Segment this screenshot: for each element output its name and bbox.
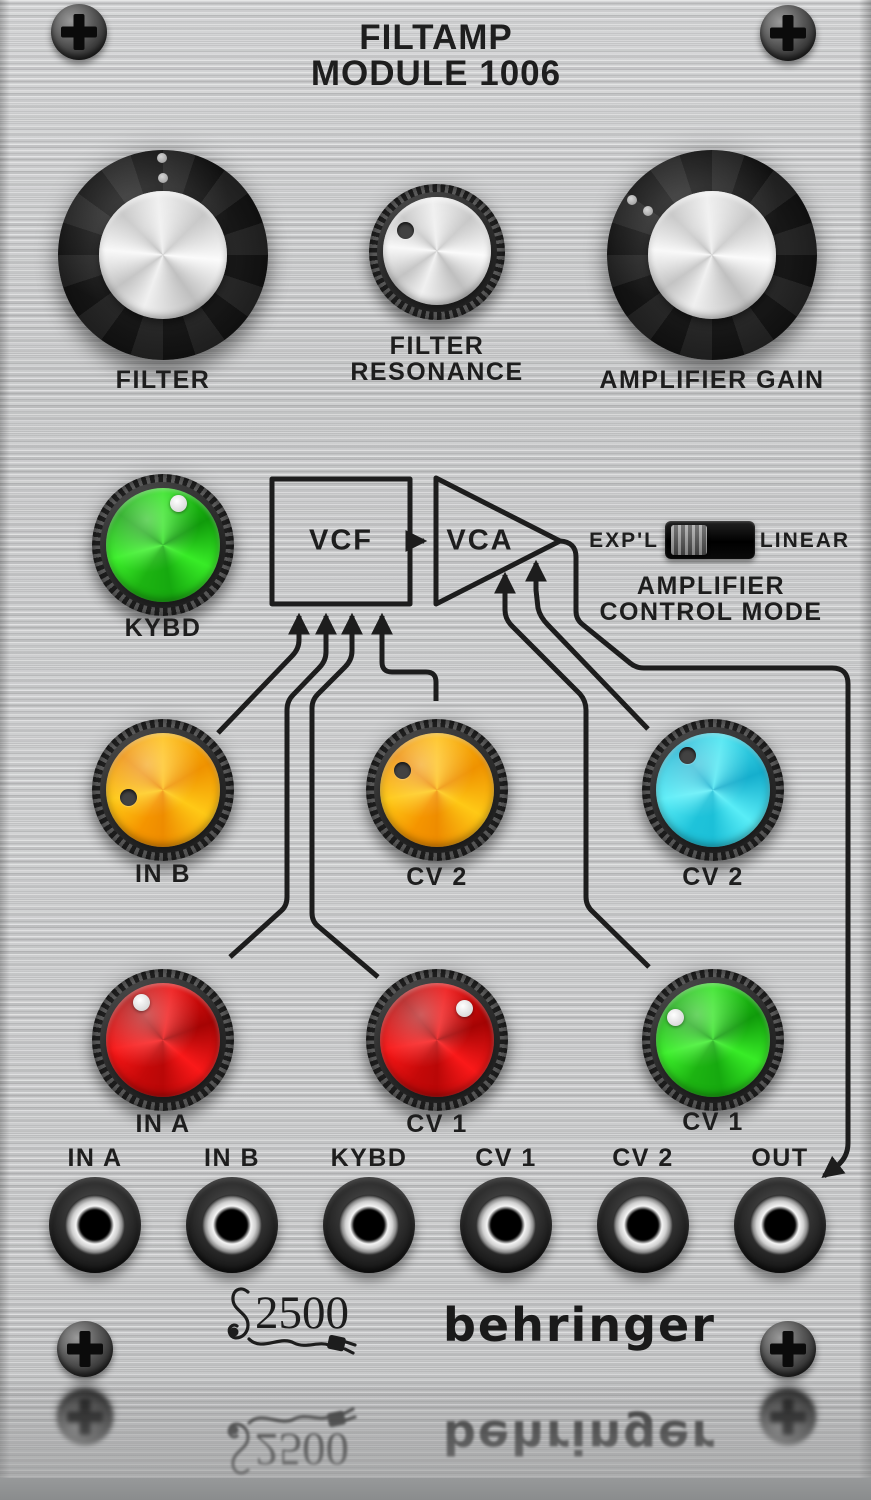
image-bottom-strip — [0, 1478, 871, 1500]
cable-line — [247, 1337, 331, 1347]
vca-label: VCA — [446, 524, 514, 557]
jack-ring — [200, 1193, 264, 1257]
cv1-amp-knob-label: CV 1 — [682, 1108, 744, 1136]
jack-label-in-b: IN B — [204, 1144, 260, 1172]
kybd-knob[interactable] — [92, 474, 234, 616]
filter-knob[interactable] — [58, 150, 268, 360]
jack-ring — [611, 1193, 675, 1257]
resonance-knob-cap — [383, 197, 491, 305]
panel-left-edge — [0, 0, 10, 1480]
screw-bottom-right — [760, 1321, 816, 1377]
switch-linear-label: LINEAR — [759, 529, 851, 552]
plug-prongs — [343, 1340, 357, 1355]
filter-knob-cap — [99, 191, 227, 319]
panel-right-edge — [859, 0, 871, 1480]
jack-label-cv2: CV 2 — [612, 1144, 674, 1172]
arp-2500-logo: 2500 — [227, 1287, 357, 1355]
cv2-amp-knob[interactable] — [642, 719, 784, 861]
kybd-knob-cap — [106, 488, 220, 602]
cv2-filter-knob[interactable] — [366, 719, 508, 861]
wire-cv2-to-vcf — [370, 612, 439, 701]
amp-gain-knob-label: AMPLIFIER GAIN — [599, 366, 825, 394]
in-a-knob[interactable] — [92, 969, 234, 1111]
resonance-label-line1: FILTER — [389, 332, 485, 360]
screw-top-left — [51, 4, 107, 60]
amp-gain-knob-cap — [648, 191, 776, 319]
screw-top-right — [760, 5, 816, 61]
in-b-knob[interactable] — [92, 719, 234, 861]
jack-in-a[interactable] — [49, 1177, 141, 1273]
in-b-knob-cap — [106, 733, 220, 847]
wire-inb-to-vcf — [216, 612, 311, 735]
knob-mold-dot — [158, 173, 168, 183]
amplifier-gain-knob[interactable] — [607, 150, 817, 360]
module-title-line1: FILTAMP — [359, 18, 513, 57]
cv2-filter-knob-cap — [380, 733, 494, 847]
cv2-filter-knob-indicator — [394, 762, 411, 779]
jack-label-kybd: KYBD — [330, 1144, 408, 1172]
kybd-knob-label: KYBD — [124, 614, 202, 642]
cv1-filter-knob[interactable] — [366, 969, 508, 1111]
jack-kybd[interactable] — [323, 1177, 415, 1273]
module-title-line2: MODULE 1006 — [310, 54, 562, 93]
resonance-knob-indicator — [397, 222, 414, 239]
wire-cv2-to-vca — [524, 559, 650, 731]
behringer-wordmark: behringer — [443, 1298, 716, 1352]
jack-label-cv1: CV 1 — [475, 1144, 537, 1172]
cv1-filter-knob-indicator — [456, 1000, 473, 1017]
cv1-filter-knob-label: CV 1 — [406, 1110, 468, 1138]
jack-cv2[interactable] — [597, 1177, 689, 1273]
in-b-knob-indicator — [120, 789, 137, 806]
resonance-label-line2: RESONANCE — [350, 358, 524, 386]
reflection-fade — [0, 1386, 871, 1478]
wire-ina-to-vcf — [228, 612, 338, 959]
wire-cv1-to-vca — [493, 571, 651, 969]
clef-glyph — [227, 1287, 250, 1340]
cv1-amp-knob-indicator — [667, 1009, 684, 1026]
vcf-label: VCF — [309, 524, 373, 557]
in-b-knob-label: IN B — [135, 860, 191, 888]
cv1-filter-knob-cap — [380, 983, 494, 1097]
switch-expl-label: EXP'L — [589, 529, 659, 552]
kybd-knob-indicator — [170, 495, 187, 512]
filter-resonance-knob[interactable] — [369, 184, 505, 320]
cv2-filter-knob-label: CV 2 — [406, 863, 468, 891]
plug-body — [327, 1334, 346, 1352]
switch-handle[interactable] — [671, 525, 707, 555]
cv2-amp-knob-label: CV 2 — [682, 863, 744, 891]
cv2-amp-knob-indicator — [679, 747, 696, 764]
screw-bottom-left — [57, 1321, 113, 1377]
filter-knob-label: FILTER — [115, 366, 211, 394]
jack-cv1[interactable] — [460, 1177, 552, 1273]
cv1-amp-knob[interactable] — [642, 969, 784, 1111]
jack-ring — [337, 1193, 401, 1257]
jack-ring — [474, 1193, 538, 1257]
in-a-knob-label: IN A — [135, 1110, 191, 1138]
cv1-amp-knob-cap — [656, 983, 770, 1097]
cv2-amp-knob-cap — [656, 733, 770, 847]
switch-caption-line1: AMPLIFIER — [636, 572, 786, 600]
knob-mold-dot — [157, 153, 167, 163]
wire-vca-to-out — [559, 538, 851, 1179]
switch-caption-line2: CONTROL MODE — [599, 598, 823, 626]
amplifier-control-mode-switch[interactable] — [665, 521, 755, 559]
knob-mold-dot — [643, 206, 653, 216]
jack-ring — [63, 1193, 127, 1257]
knob-mold-dot — [627, 195, 637, 205]
jack-out[interactable] — [734, 1177, 826, 1273]
clef-dot — [229, 1327, 239, 1337]
in-a-knob-cap — [106, 983, 220, 1097]
table-surface — [0, 1383, 871, 1478]
jack-in-b[interactable] — [186, 1177, 278, 1273]
series-number: 2500 — [255, 1287, 349, 1339]
jack-ring — [748, 1193, 812, 1257]
jack-label-out: OUT — [751, 1144, 809, 1172]
in-a-knob-indicator — [133, 994, 150, 1011]
wire-cv1-to-vcf — [309, 612, 380, 979]
jack-label-in-a: IN A — [67, 1144, 123, 1172]
